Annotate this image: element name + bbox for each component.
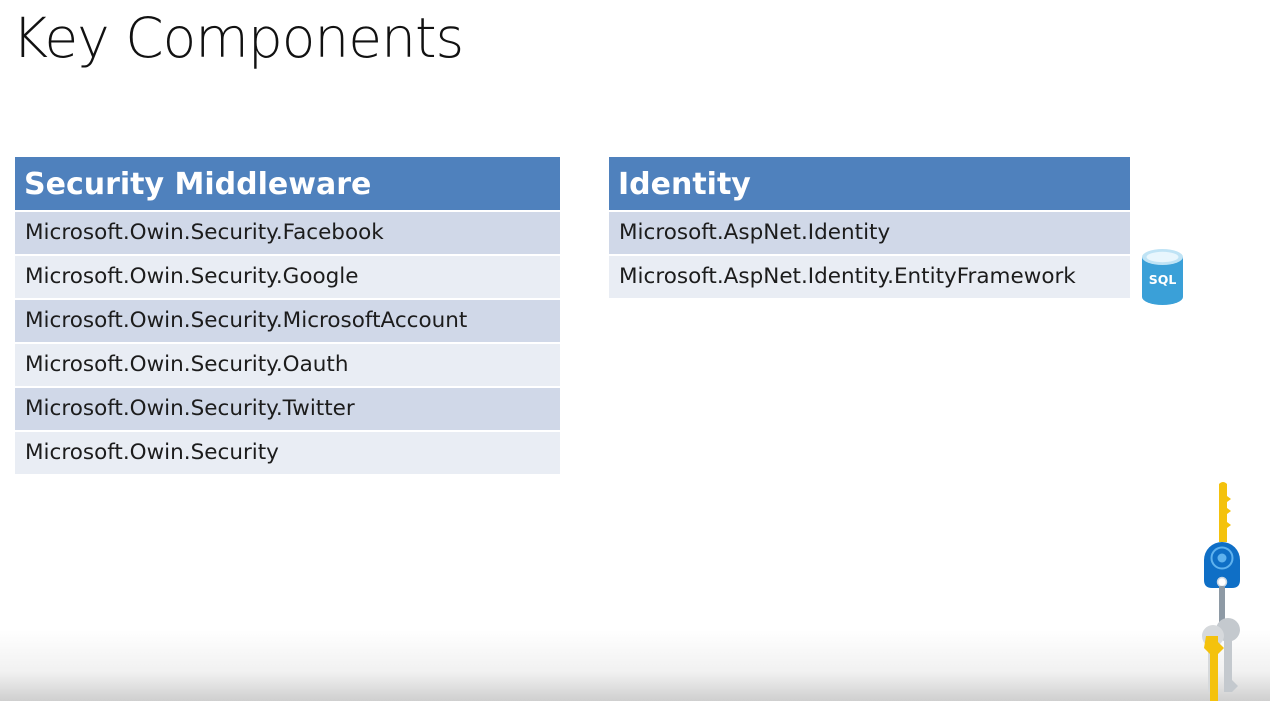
table-row: Microsoft.Owin.Security.Google — [15, 256, 560, 298]
table-row: Microsoft.Owin.Security.Facebook — [15, 212, 560, 254]
sql-database-icon: SQL — [1142, 249, 1183, 305]
table-row: Microsoft.Owin.Security — [15, 432, 560, 474]
identity-table: Identity Microsoft.AspNet.Identity Micro… — [609, 157, 1130, 298]
security-middleware-header: Security Middleware — [15, 157, 560, 210]
sql-label: SQL — [1149, 272, 1177, 287]
table-row: Microsoft.Owin.Security.Twitter — [15, 388, 560, 430]
table-row: Microsoft.Owin.Security.Oauth — [15, 344, 560, 386]
table-row: Microsoft.AspNet.Identity.EntityFramewor… — [609, 256, 1130, 298]
identity-header: Identity — [609, 157, 1130, 210]
slide-title: Key Components — [12, 6, 464, 70]
table-row: Microsoft.Owin.Security.MicrosoftAccount — [15, 300, 560, 342]
security-middleware-table: Security Middleware Microsoft.Owin.Secur… — [15, 157, 560, 474]
table-row: Microsoft.AspNet.Identity — [609, 212, 1130, 254]
key-vault-keys-icon — [1201, 482, 1240, 701]
